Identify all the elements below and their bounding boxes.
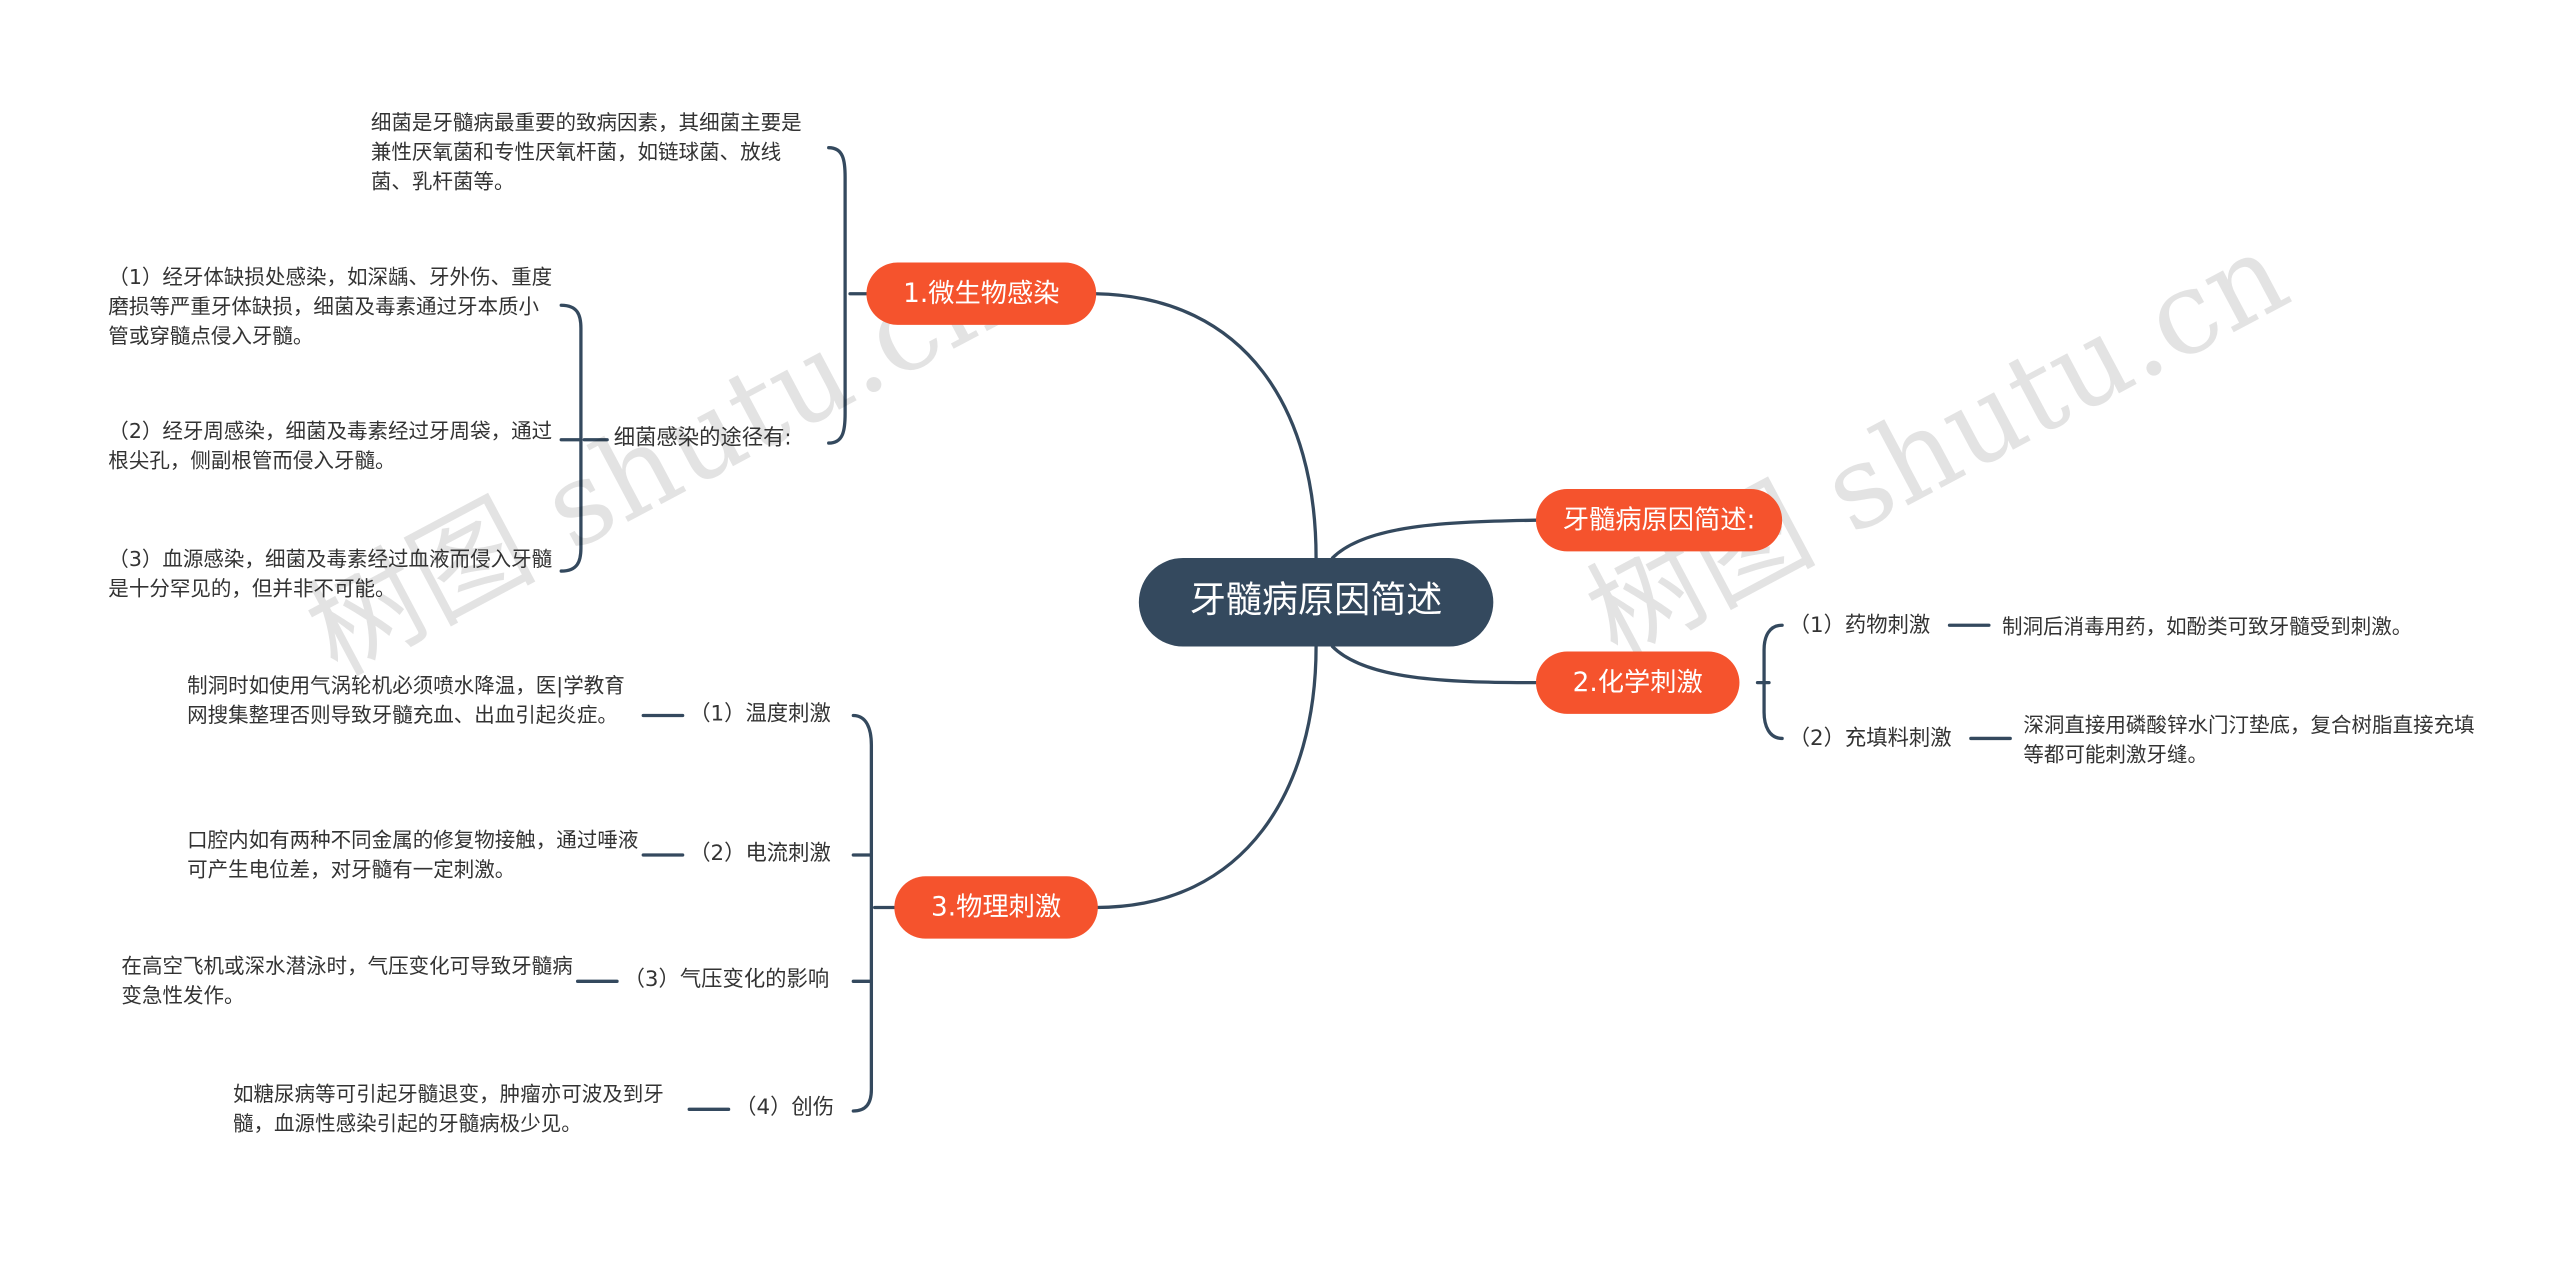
chemical-item-text: 制洞后消毒用药，如酚类可致牙髓受到刺激。 [2002,613,2413,639]
chemical-item-label[interactable]: （1）药物刺激 [1788,613,1931,639]
physical-item-label[interactable]: （4）创伤 [735,1096,835,1121]
physical-item-text: 口腔内如有两种不同金属的修复物接触，通过唾液可产生电位差，对牙髓有一定刺激。 [187,827,639,882]
route-item: （1）经牙体缺损处感染，如深龋、牙外伤、重度磨损等严重牙体缺损，细菌及毒素通过牙… [108,264,553,348]
physical-item-label[interactable]: （3）气压变化的影响 [623,968,830,993]
branch-physical-stimulus[interactable]: 3.物理刺激 [894,876,1098,939]
microbial-intro-text: 细菌是牙髓病最重要的致病因素，其细菌主要是兼性厌氧菌和专性厌氧杆菌，如链球菌、放… [370,109,802,194]
branch-summary[interactable]: 牙髓病原因简述: [1535,489,1783,552]
branch-microbial-infection[interactable]: 1.微生物感染 [866,262,1097,325]
physical-item-label[interactable]: （1）温度刺激 [689,702,831,727]
chemical-item-text: 深洞直接用磷酸锌水门汀垫底，复合树脂直接充填等都可能刺激牙缝。 [2023,712,2475,767]
root-node[interactable]: 牙髓病原因简述 [1138,557,1494,647]
route-item: （3）血源感染，细菌及毒素经过血液而侵入牙髓是十分罕见的，但并非不可能。 [108,546,553,601]
physical-item-label[interactable]: （2）电流刺激 [689,841,831,867]
physical-item-text: 如糖尿病等可引起牙髓退变，肿瘤亦可波及到牙髓，血源性感染引起的牙髓病极少见。 [233,1081,664,1136]
physical-item-text: 制洞时如使用气涡轮机必须喷水降温，医|学教育网搜集整理否则导致牙髓充血、出血引起… [187,672,625,727]
infection-route-label[interactable]: 细菌感染的途径有: [613,426,792,452]
branch-chemical-stimulus[interactable]: 2.化学刺激 [1535,651,1740,714]
physical-item-text: 在高空飞机或深水潜泳时，气压变化可导致牙髓病变急性发作。 [121,953,573,1008]
route-item: （2）经牙周感染，细菌及毒素经过牙周袋，通过根尖孔，侧副根管而侵入牙髓。 [108,418,553,473]
chemical-item-label[interactable]: （2）充填料刺激 [1788,726,1952,752]
